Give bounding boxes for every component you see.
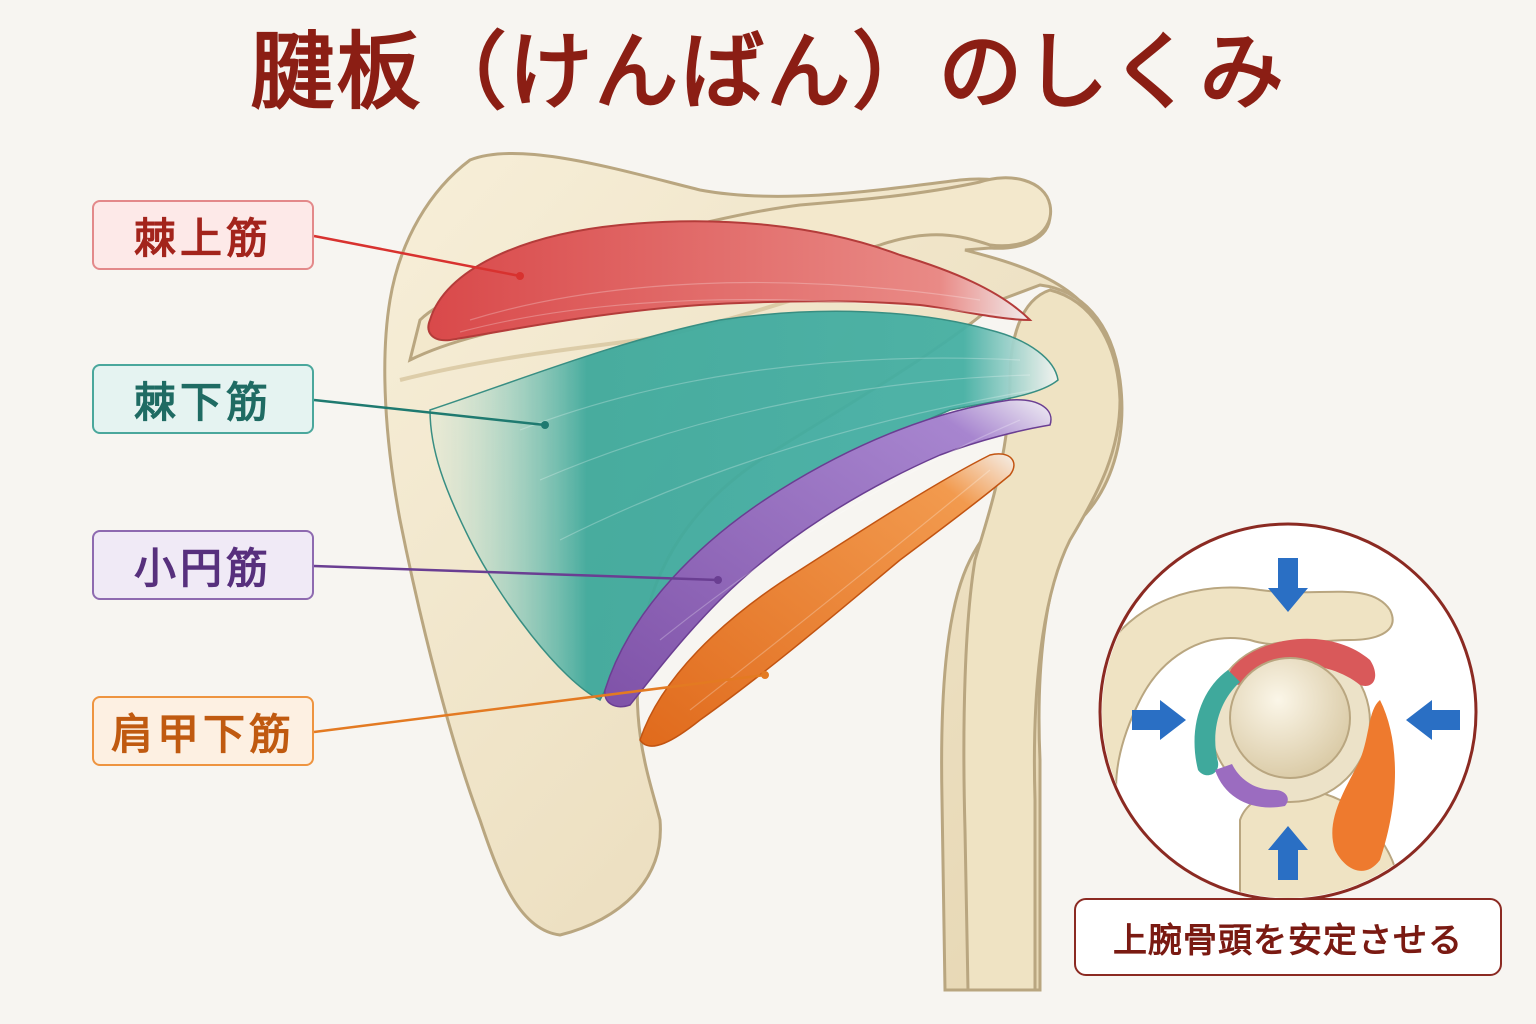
inset-caption: 上腕骨頭を安定させる [1074,898,1502,976]
arrow-up-icon [1268,826,1308,880]
arrow-down-icon [1268,558,1308,612]
subscapularis-muscle [639,453,1015,747]
leader-line-infraspinatus [313,398,546,427]
inset-infraspinatus [1194,670,1240,776]
label-supraspinatus: 棘上筋 [92,200,314,270]
inset-humeral-head [1229,657,1351,779]
inset-subscapularis [1332,700,1395,871]
teres-minor-muscle [604,399,1052,708]
inset-teres-minor [1215,764,1288,808]
arrow-right-icon [1132,700,1186,740]
infraspinatus-muscle [429,310,1059,702]
label-infraspinatus: 棘下筋 [92,364,314,434]
stability-inset [1098,522,1478,902]
page-title: 腱板（けんばん）のしくみ [250,23,1286,121]
label-subscapularis: 肩甲下筋 [92,696,314,766]
leader-line-teres-minor [313,564,719,582]
leader-line-subscapularis [313,673,766,734]
label-teres-minor: 小円筋 [92,530,314,600]
arrow-left-icon [1406,700,1460,740]
supraspinatus-muscle [427,220,1033,342]
leader-line-supraspinatus [313,234,521,278]
